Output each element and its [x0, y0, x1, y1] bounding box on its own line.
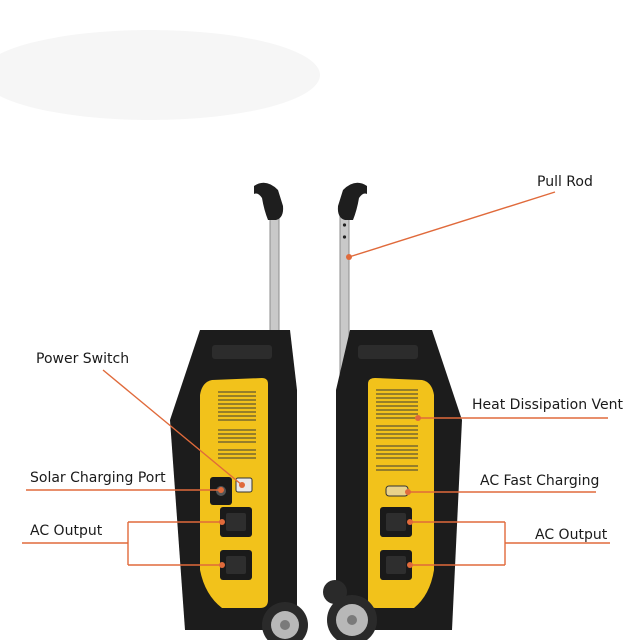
right-handle	[337, 182, 367, 220]
right-unit	[323, 182, 462, 640]
left-heat-vent	[218, 391, 256, 459]
callout-pull-rod	[348, 191, 556, 258]
left-case-top-handle	[212, 345, 272, 359]
label-pull-rod: Pull Rod	[537, 174, 593, 190]
right-heat-vent	[376, 389, 418, 471]
label-heat-vent: Heat Dissipation Vent	[472, 397, 624, 413]
label-ac-fast-charging: AC Fast Charging	[480, 473, 600, 489]
right-case-top-handle	[358, 345, 418, 359]
left-yellow-panel	[200, 378, 268, 608]
right-ac-fast-charging-inlet	[385, 485, 409, 497]
callout-lines	[22, 191, 610, 566]
label-power-switch: Power Switch	[36, 351, 130, 367]
background-smudge	[0, 30, 320, 120]
callout-dots	[218, 254, 421, 568]
label-ac-output-right: AC Output	[535, 527, 608, 543]
left-unit	[170, 182, 308, 640]
callout-power-switch	[102, 369, 243, 486]
label-solar-port: Solar Charging Port	[30, 470, 166, 486]
label-ac-output-left: AC Output	[30, 523, 103, 539]
left-handle	[254, 182, 284, 220]
